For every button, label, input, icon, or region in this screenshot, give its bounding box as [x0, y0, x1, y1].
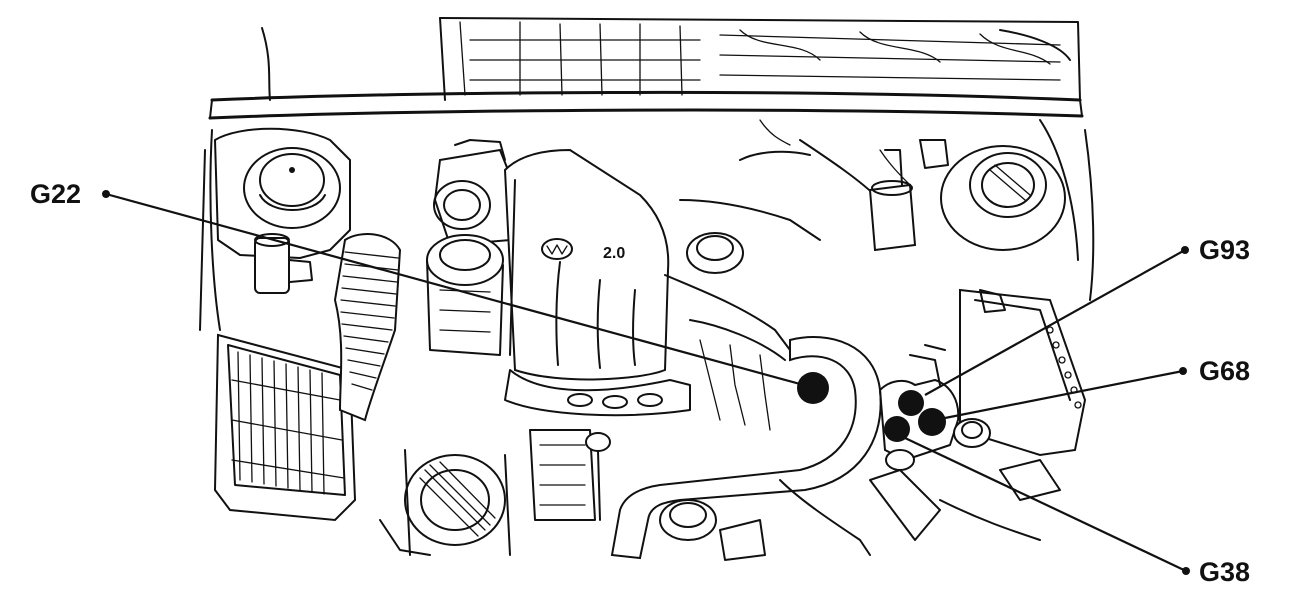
sensor-marker-g68 — [918, 408, 946, 436]
oil-cap — [686, 232, 744, 274]
wiring-harness — [664, 119, 911, 431]
relay-box — [959, 288, 1087, 457]
intake-hose — [333, 233, 402, 422]
engine-bay-drawing: 2.0 — [199, 17, 1095, 561]
sensor-marker-g22 — [797, 372, 829, 404]
cowl-panel — [208, 17, 1084, 120]
leader-g93 — [924, 246, 1189, 396]
callout-label-g22: G22 — [30, 179, 81, 209]
engine-cover-text: 2.0 — [603, 245, 625, 262]
coolant-reservoir — [940, 145, 1066, 251]
sensor-cluster-housing — [879, 344, 991, 471]
left-strut-tower — [214, 127, 351, 259]
leader-g38 — [904, 437, 1190, 575]
lower-components — [379, 429, 1061, 561]
engine-cover: 2.0 — [503, 148, 691, 417]
callout-label-g93: G93 — [1199, 235, 1250, 265]
callout-label-g38: G38 — [1199, 557, 1250, 587]
brake-reservoir — [868, 139, 949, 252]
battery-box — [213, 333, 357, 522]
alternator — [404, 449, 511, 556]
washer-reservoir — [254, 233, 313, 294]
sensor-marker-g93 — [898, 390, 924, 416]
leader-g22 — [102, 190, 801, 386]
callout-label-g68: G68 — [1199, 356, 1250, 386]
sensor-marker-g38 — [884, 416, 910, 442]
leader-g68 — [944, 367, 1187, 420]
coolant-hose — [610, 336, 882, 560]
